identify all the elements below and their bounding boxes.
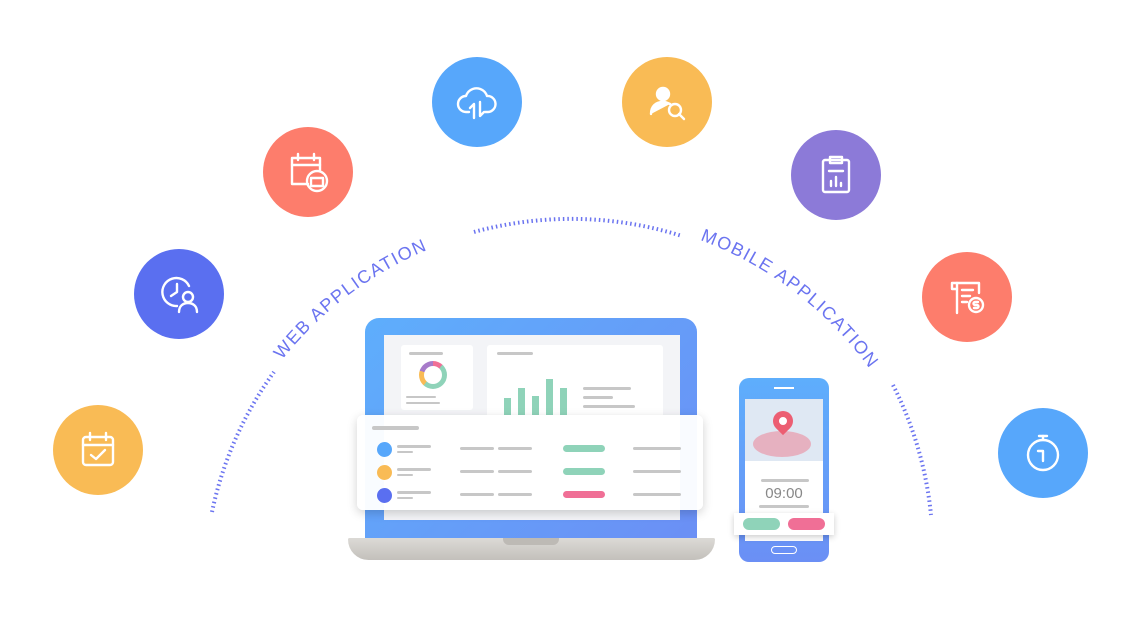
chart-bar — [504, 397, 511, 415]
donut-chart — [419, 361, 447, 389]
chart-bar — [532, 396, 539, 415]
mobile-application-label: MOBILE APPLICATION — [699, 225, 882, 372]
calendar-briefcase-icon — [263, 127, 353, 217]
svg-text:MOBILE APPLICATION: MOBILE APPLICATION — [699, 225, 884, 372]
status-pill — [563, 468, 605, 475]
map — [745, 399, 823, 461]
avatar — [377, 465, 392, 480]
invoice-dollar-icon — [922, 252, 1012, 342]
status-pill — [563, 491, 605, 498]
accept-button — [743, 518, 780, 530]
clock-person-icon — [134, 249, 224, 339]
avatar — [377, 442, 392, 457]
chart-bar — [518, 388, 525, 415]
users-table-card — [357, 415, 703, 510]
donut-card — [401, 345, 473, 410]
avatar — [377, 488, 392, 503]
home-button — [771, 546, 797, 554]
status-pill — [563, 445, 605, 452]
phone-action-card — [734, 513, 834, 535]
stopwatch-icon — [998, 408, 1088, 498]
calendar-check-icon — [53, 405, 143, 495]
bar-chart-card — [487, 345, 663, 420]
chart-bar — [546, 378, 553, 415]
cloud-transfer-icon — [432, 57, 522, 147]
chart-bar — [560, 388, 567, 415]
clipboard-chart-icon — [791, 130, 881, 220]
phone-time: 09:00 — [765, 485, 803, 502]
decline-button — [788, 518, 825, 530]
user-search-icon — [622, 57, 712, 147]
laptop-base — [348, 538, 715, 560]
phone: 09:00 — [739, 378, 829, 562]
